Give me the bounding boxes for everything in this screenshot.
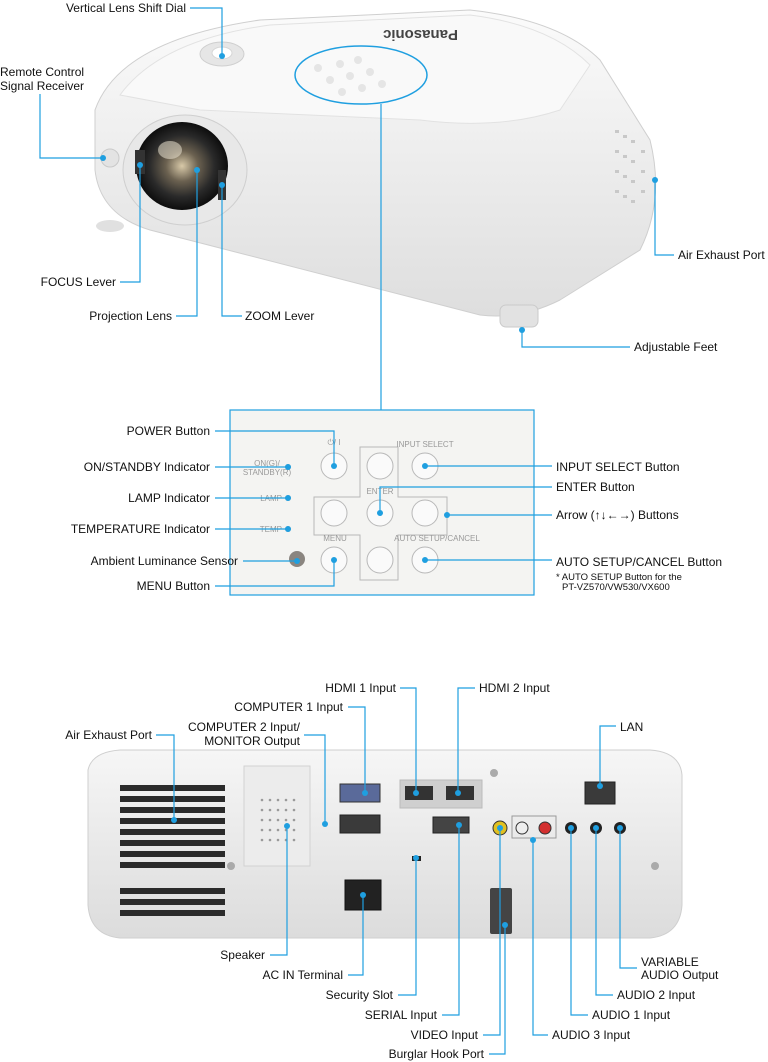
- label-burglar-hook-port: Burglar Hook Port: [389, 1047, 485, 1061]
- label-hdmi2-input: HDMI 2 Input: [479, 681, 550, 695]
- label-video-input: VIDEO Input: [411, 1028, 479, 1042]
- label-speaker: Speaker: [220, 948, 265, 962]
- label-remote-control-1: Remote Control: [0, 65, 84, 79]
- label-menu-button: MENU Button: [137, 579, 210, 593]
- projector-front-image: Panasonic: [94, 9, 657, 328]
- label-adjustable-feet: Adjustable Feet: [634, 340, 718, 354]
- label-temperature-indicator: TEMPERATURE Indicator: [71, 522, 210, 536]
- label-audio2-input: AUDIO 2 Input: [617, 988, 696, 1002]
- serial-port: [432, 816, 470, 834]
- note-line-1: * AUTO SETUP Button for the: [556, 572, 682, 583]
- projection-lens: [136, 122, 228, 210]
- down-arrow-button[interactable]: [366, 546, 394, 574]
- label-arrow-buttons: Arrow (↑↓←→) Buttons: [556, 508, 679, 522]
- panel-standby-text: STANDBY(R): [243, 468, 292, 477]
- label-projection-lens: Projection Lens: [89, 309, 172, 323]
- label-enter-button: ENTER Button: [556, 480, 635, 494]
- panel-input-select-text: INPUT SELECT: [396, 440, 453, 449]
- label-focus-lever: FOCUS Lever: [41, 275, 116, 289]
- left-arrow-button[interactable]: [320, 499, 348, 527]
- label-variable-audio-2: AUDIO Output: [641, 968, 719, 982]
- label-lamp-indicator: LAMP Indicator: [128, 491, 210, 505]
- label-hdmi1-input: HDMI 1 Input: [325, 681, 396, 695]
- label-vertical-lens-shift-dial: Vertical Lens Shift Dial: [66, 1, 186, 15]
- label-ambient-luminance-sensor: Ambient Luminance Sensor: [91, 554, 238, 568]
- right-arrow-button[interactable]: [411, 499, 439, 527]
- audio3-right-port: [538, 821, 552, 835]
- label-power-button: POWER Button: [127, 424, 210, 438]
- panel-menu-text: MENU: [323, 534, 347, 543]
- burglar-hook: [490, 888, 512, 934]
- up-arrow-button[interactable]: [366, 452, 394, 480]
- brand-logo: Panasonic: [383, 26, 458, 43]
- label-on-standby-indicator: ON/STANDBY Indicator: [84, 460, 210, 474]
- label-ac-in-terminal: AC IN Terminal: [263, 968, 343, 982]
- label-serial-input: SERIAL Input: [365, 1008, 438, 1022]
- projector-rear-image: [87, 749, 683, 939]
- label-security-slot: Security Slot: [326, 988, 394, 1002]
- adjustable-foot: [499, 304, 539, 328]
- label-air-exhaust-port-top: Air Exhaust Port: [678, 248, 765, 262]
- label-input-select-button: INPUT SELECT Button: [556, 460, 680, 474]
- panel-callout-ellipse: [294, 45, 428, 105]
- label-auto-setup-cancel-button: AUTO SETUP/CANCEL Button: [556, 555, 722, 569]
- label-lan: LAN: [620, 720, 643, 734]
- label-zoom-lever: ZOOM Lever: [245, 309, 314, 323]
- control-panel: ⏻/ I ON(G)/ STANDBY(R) LAMP TEMP INPUT S…: [229, 409, 535, 596]
- label-variable-audio-1: VARIABLE: [641, 955, 699, 969]
- computer2-port: [339, 814, 381, 834]
- label-air-exhaust-port-rear: Air Exhaust Port: [65, 728, 152, 742]
- audio3-left-port: [515, 821, 529, 835]
- label-computer2-input-2: MONITOR Output: [204, 734, 300, 748]
- label-audio1-input: AUDIO 1 Input: [592, 1008, 671, 1022]
- label-remote-control-2: Signal Receiver: [0, 79, 84, 93]
- computer1-port: [339, 783, 381, 803]
- note-line-2: PT-VZ570/VW530/VX600: [562, 582, 670, 593]
- label-computer1-input: COMPUTER 1 Input: [234, 700, 343, 714]
- panel-auto-setup-text: AUTO SETUP/CANCEL: [394, 534, 480, 543]
- label-computer2-input-1: COMPUTER 2 Input/: [188, 720, 301, 734]
- panel-on-text: ON(G)/: [254, 459, 281, 468]
- label-audio3-input: AUDIO 3 Input: [552, 1028, 631, 1042]
